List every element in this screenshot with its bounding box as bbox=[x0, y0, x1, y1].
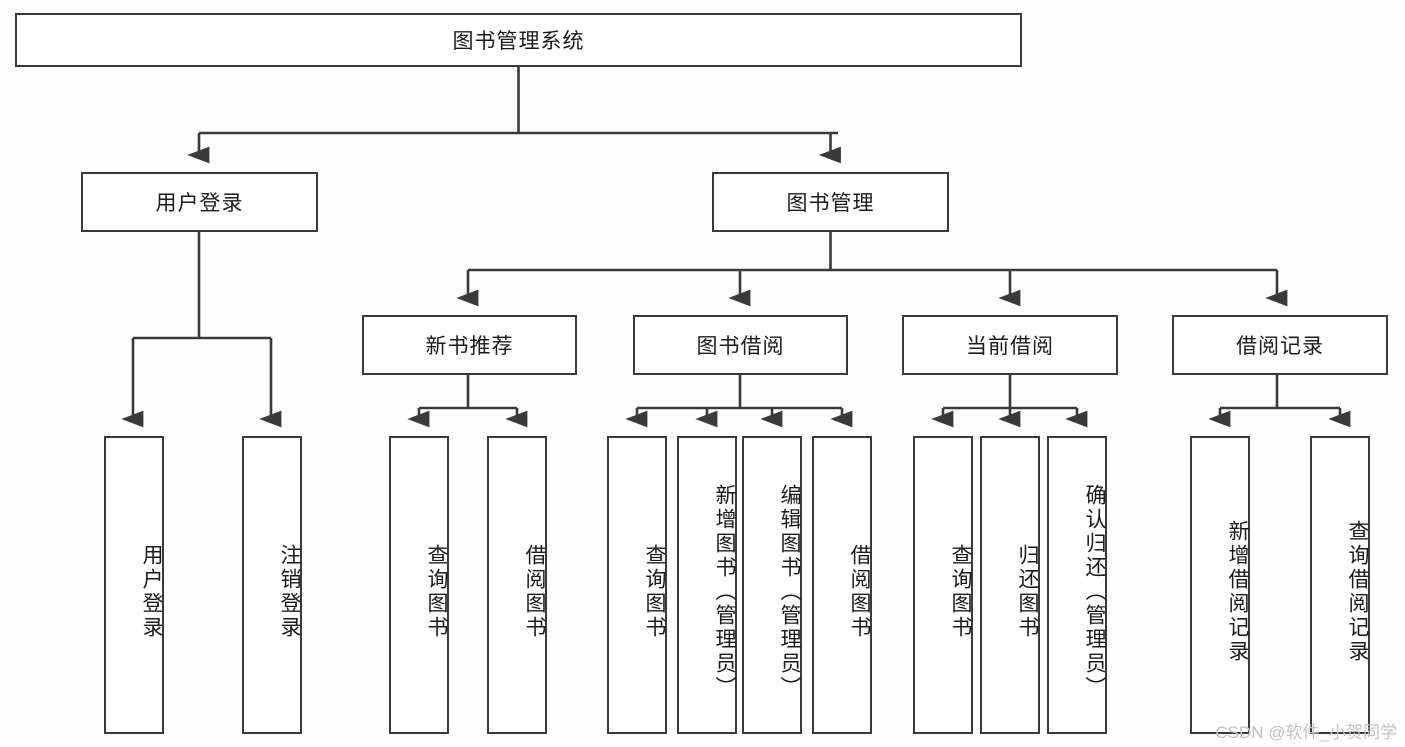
node-leaf-user-login[interactable]: 用户登录 bbox=[104, 436, 164, 734]
node-root[interactable]: 图书管理系统 bbox=[15, 13, 1022, 67]
node-leaf-add-borrow-record[interactable]: 新增借阅记录 bbox=[1190, 436, 1250, 734]
node-leaf-query-book-current[interactable]: 查询图书 bbox=[913, 436, 973, 734]
node-level2-user-login[interactable]: 用户登录 bbox=[81, 172, 318, 232]
node-leaf-borrow-book-recommend[interactable]: 借阅图书 bbox=[487, 436, 547, 734]
node-leaf-query-book-recommend[interactable]: 查询图书 bbox=[389, 436, 449, 734]
node-level2-book-management[interactable]: 图书管理 bbox=[712, 172, 949, 232]
watermark: CSDN @软件_小贺同学 bbox=[1215, 723, 1397, 742]
node-leaf-logout[interactable]: 注销登录 bbox=[242, 436, 302, 734]
node-level3-borrow-record[interactable]: 借阅记录 bbox=[1172, 315, 1388, 375]
node-level3-new-book-recommend[interactable]: 新书推荐 bbox=[362, 315, 577, 375]
node-leaf-edit-book-admin[interactable]: 编辑图书（管理员） bbox=[742, 436, 802, 734]
node-leaf-query-book-borrow[interactable]: 查询图书 bbox=[607, 436, 667, 734]
node-leaf-confirm-return-admin[interactable]: 确认归还（管理员） bbox=[1047, 436, 1107, 734]
node-level3-current-borrow[interactable]: 当前借阅 bbox=[902, 315, 1118, 375]
node-leaf-query-borrow-record[interactable]: 查询借阅记录 bbox=[1310, 436, 1370, 734]
node-leaf-add-book-admin[interactable]: 新增图书（管理员） bbox=[677, 436, 737, 734]
node-level3-book-borrow[interactable]: 图书借阅 bbox=[633, 315, 848, 375]
node-leaf-borrow-book[interactable]: 借阅图书 bbox=[812, 436, 872, 734]
node-leaf-return-book[interactable]: 归还图书 bbox=[980, 436, 1040, 734]
